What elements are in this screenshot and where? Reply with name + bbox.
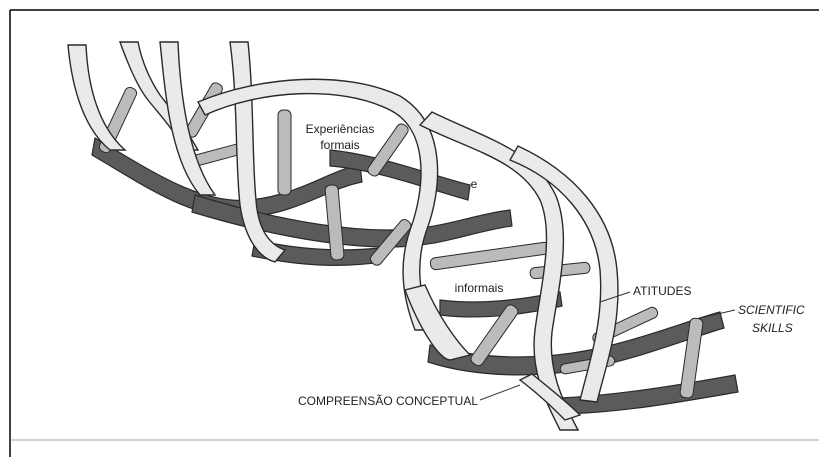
label-skills: SKILLS: [752, 321, 793, 335]
front-ribbon-swoop-2: [420, 112, 578, 430]
label-formais: formais: [320, 138, 359, 152]
label-atitudes: ATITUDES: [633, 284, 691, 298]
label-compreensao: COMPREENSÃO CONCEPTUAL: [298, 394, 478, 408]
compreensao-leader: [480, 385, 520, 400]
label-e: e: [471, 177, 478, 191]
label-scientific: SCIENTIFIC: [738, 303, 805, 317]
rung-8: [430, 242, 551, 271]
label-informais: informais: [455, 281, 504, 295]
label-experiencias: Experiências: [306, 122, 375, 136]
rung-3: [278, 110, 291, 195]
